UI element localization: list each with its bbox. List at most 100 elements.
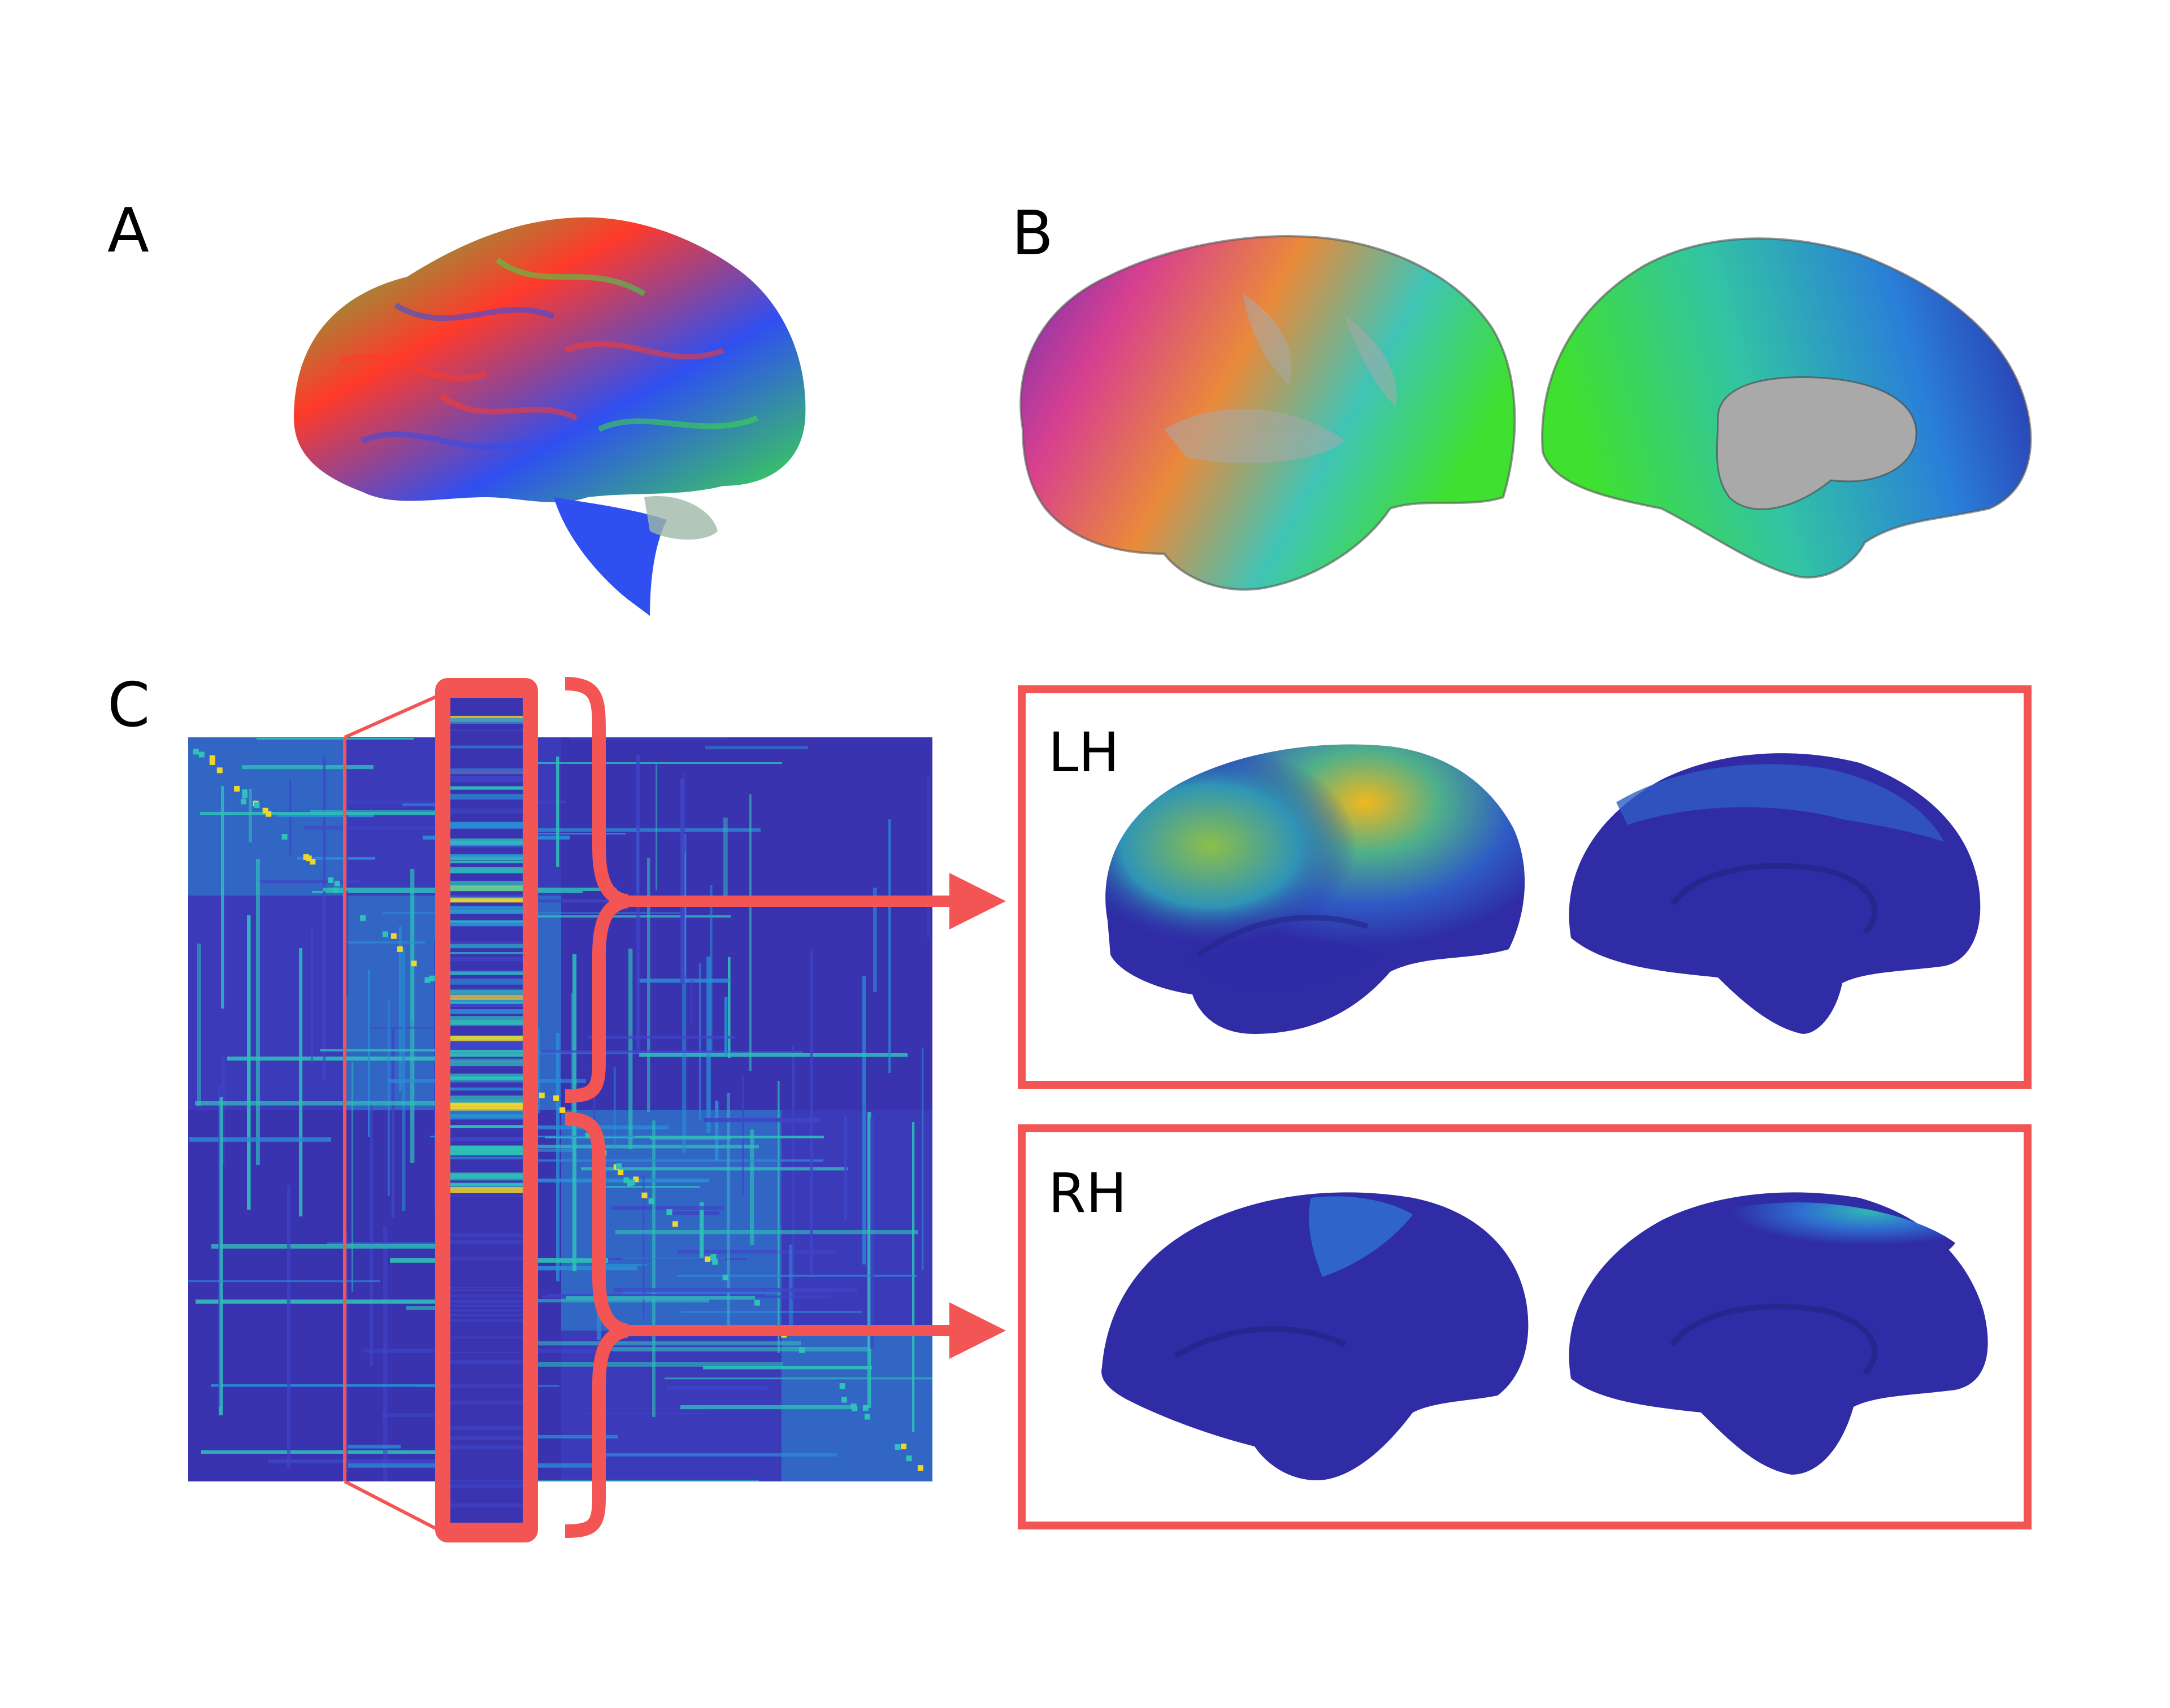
- matrix-streak: [665, 1377, 932, 1380]
- matrix-streak: [792, 1045, 795, 1302]
- strip-band: [450, 854, 523, 857]
- strip-band: [450, 971, 523, 973]
- panel-label-a: A: [107, 195, 149, 266]
- matrix-block: [188, 896, 346, 1110]
- strip-band: [450, 1045, 523, 1051]
- matrix-streak: [484, 1435, 618, 1439]
- matrix-streak: [680, 1311, 862, 1313]
- matrix-streak: [588, 1036, 735, 1039]
- matrix-streak: [467, 1266, 637, 1271]
- strip-band: [450, 906, 523, 911]
- matrix-streak: [196, 1300, 474, 1304]
- strip-band: [450, 880, 523, 885]
- matrix-streak: [678, 1250, 835, 1254]
- matrix-streak: [256, 859, 260, 1165]
- matrix-streak: [680, 779, 685, 984]
- rh-medial-surface-image: [1569, 1192, 1988, 1475]
- strip-band: [450, 1081, 523, 1084]
- matrix-streak: [652, 1120, 656, 1417]
- matrix-streak: [611, 1347, 871, 1351]
- matrix-streak: [211, 1384, 473, 1387]
- matrix-diagonal-cell: [390, 933, 397, 939]
- rh-label: RH: [1048, 1162, 1127, 1225]
- matrix-streak: [922, 1048, 924, 1270]
- strip-band: [450, 718, 523, 724]
- matrix-diagonal-cell: [799, 1347, 805, 1353]
- lh-lateral-surface-image: [1105, 744, 1525, 1034]
- matrix-diagonal-cell: [906, 1455, 912, 1462]
- matrix-streak: [600, 1264, 647, 1266]
- matrix-streak: [211, 1244, 456, 1249]
- matrix-streak: [780, 1169, 783, 1226]
- matrix-streak: [570, 737, 728, 740]
- matrix-diagonal-cell: [303, 854, 309, 860]
- strip-band: [450, 860, 523, 863]
- strip-band: [450, 1023, 523, 1026]
- matrix-diagonal-cell: [841, 1397, 847, 1403]
- matrix-streak: [556, 1033, 560, 1281]
- matrix-streak: [221, 786, 224, 1009]
- matrix-diagonal-cell: [198, 751, 205, 758]
- strip-band: [450, 971, 523, 975]
- matrix-streak: [249, 789, 252, 842]
- matrix-diagonal-cell: [864, 1414, 870, 1420]
- matrix-streak: [862, 976, 866, 1264]
- matrix-streak: [705, 746, 808, 750]
- strip-band: [450, 1098, 523, 1103]
- matrix-streak: [912, 1122, 915, 1432]
- strip-band: [450, 1096, 523, 1098]
- matrix-streak: [537, 1028, 540, 1113]
- matrix-streak: [323, 757, 326, 1080]
- strip-band: [450, 1042, 523, 1048]
- matrix-streak: [320, 1049, 505, 1052]
- matrix-streak: [666, 1386, 767, 1390]
- matrix-streak: [471, 1299, 709, 1303]
- matrix-streak: [584, 1413, 707, 1415]
- strip-band: [450, 1240, 523, 1244]
- curly-brace-icon: [565, 677, 629, 1103]
- matrix-diagonal-cell: [895, 1444, 901, 1450]
- matrix-streak: [510, 1480, 759, 1481]
- lh-medial-surface-image: [1569, 753, 1981, 1034]
- matrix-diagonal-cell: [216, 767, 223, 773]
- matrix-streak: [888, 819, 891, 1073]
- matrix-streak: [522, 1179, 709, 1183]
- matrix-diagonal-cell: [241, 789, 248, 796]
- matrix-diagonal-cell: [672, 1221, 678, 1227]
- matrix-streak: [715, 1101, 719, 1161]
- matrix-diagonal-cell: [382, 931, 388, 937]
- matrix-streak: [704, 1118, 820, 1123]
- matrix-diagonal-cell: [332, 887, 338, 893]
- matrix-diagonal-cell: [266, 811, 272, 817]
- matrix-streak: [189, 1137, 331, 1142]
- connectivity-matrix: [188, 737, 932, 1481]
- strip-band: [450, 1103, 523, 1107]
- strip-band: [450, 994, 523, 1000]
- matrix-streak: [222, 1057, 225, 1165]
- matrix-streak: [724, 997, 728, 1055]
- matrix-streak: [402, 948, 406, 1211]
- strip-band: [450, 776, 523, 783]
- strip-band: [450, 1383, 523, 1388]
- strip-band: [450, 1076, 523, 1080]
- strip-band: [450, 1125, 523, 1128]
- matrix-streak: [511, 1149, 575, 1152]
- matrix-diagonal-cell: [254, 802, 260, 809]
- strip-band: [450, 867, 523, 873]
- matrix-diagonal-cell: [712, 1259, 718, 1265]
- matrix-diagonal-cell: [666, 1209, 672, 1215]
- connectivity-column-strip: [435, 678, 538, 1542]
- matrix-diagonal-cell: [623, 1177, 630, 1183]
- strip-band: [450, 1009, 523, 1014]
- strip-band: [450, 1187, 523, 1193]
- strip-band: [450, 1314, 523, 1317]
- strip-band: [450, 808, 523, 814]
- matrix-streak: [873, 888, 877, 992]
- matrix-diagonal-cell: [618, 1170, 624, 1176]
- matrix-streak: [750, 1129, 754, 1245]
- matrix-streak: [346, 941, 425, 944]
- matrix-streak: [669, 1211, 719, 1215]
- arrow-right-icon: [627, 873, 1006, 929]
- matrix-streak: [615, 1230, 918, 1235]
- matrix-streak: [691, 980, 693, 1025]
